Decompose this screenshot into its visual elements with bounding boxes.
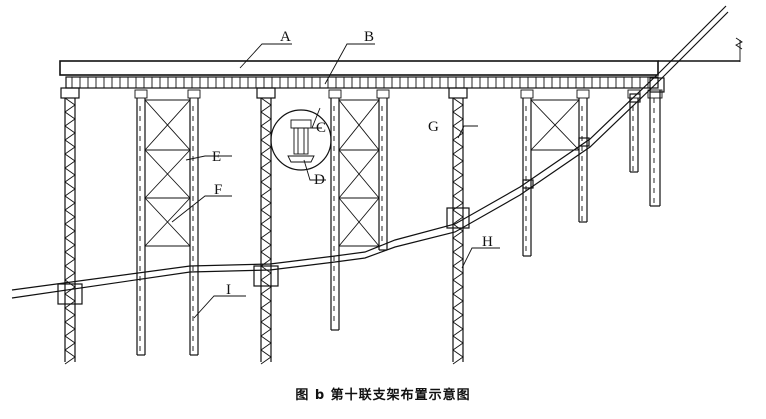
column-cap xyxy=(647,89,663,99)
footing-block-6 xyxy=(629,93,641,103)
sand-box-supports xyxy=(57,77,665,305)
pier-cap xyxy=(256,87,276,99)
label-i: I xyxy=(226,282,231,298)
steel-column-1 xyxy=(134,89,148,356)
piers xyxy=(60,87,663,365)
box-girder xyxy=(59,37,743,76)
brace-panel-right xyxy=(530,99,580,151)
pier-cap xyxy=(448,87,468,99)
label-a: A xyxy=(280,29,291,45)
label-e: E xyxy=(212,149,221,165)
steel-column-8 xyxy=(647,89,663,207)
label-c: C xyxy=(316,120,326,136)
column-cap xyxy=(576,89,590,99)
brace-panel-left xyxy=(144,99,191,247)
label-b: B xyxy=(364,29,374,45)
column-cap xyxy=(134,89,148,99)
footing-block-1 xyxy=(57,283,83,305)
steel-column-2 xyxy=(187,89,201,356)
footing-block-3 xyxy=(446,207,470,229)
ground-line-lower xyxy=(11,11,729,299)
footing-block-4 xyxy=(522,179,534,189)
ground-line-upper xyxy=(11,5,727,291)
steel-column-6 xyxy=(576,89,590,223)
x-bracing xyxy=(144,99,580,247)
footing-block-2 xyxy=(253,265,279,287)
column-cap xyxy=(520,89,534,99)
steel-column-5 xyxy=(520,89,534,257)
steel-column-4 xyxy=(376,89,390,251)
ground-lines xyxy=(11,5,729,299)
figure-caption: 图 b 第十联支架布置示意图 xyxy=(295,388,471,403)
footing-block-7 xyxy=(649,77,665,93)
label-h: H xyxy=(482,234,493,250)
distribution-beam xyxy=(65,76,659,89)
column-cap xyxy=(328,89,342,99)
pier-cap xyxy=(60,87,80,99)
label-f: F xyxy=(214,182,222,198)
column-cap xyxy=(376,89,390,99)
lattice-pier-3 xyxy=(448,87,468,365)
detail-circle xyxy=(270,109,332,171)
brace-panel-middle xyxy=(338,99,380,247)
column-cap xyxy=(187,89,201,99)
label-g: G xyxy=(428,119,439,135)
lattice-pier-1 xyxy=(60,87,80,365)
steel-column-3 xyxy=(328,89,342,331)
footing-block-5 xyxy=(578,137,590,147)
steel-column-7 xyxy=(627,89,641,173)
label-d: D xyxy=(314,172,325,188)
leader-lines xyxy=(171,43,500,319)
